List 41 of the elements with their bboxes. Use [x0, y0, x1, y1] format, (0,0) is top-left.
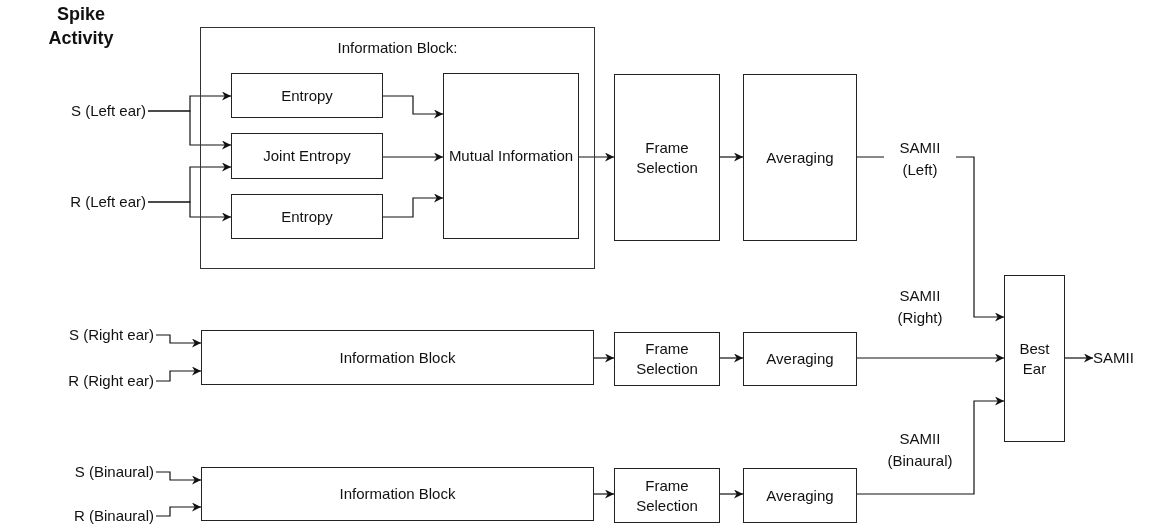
process-box: Averaging [743, 468, 857, 523]
signal-label: SAMII [1093, 347, 1163, 369]
arrow [155, 366, 202, 382]
group-title: Information Block: [336, 38, 459, 58]
arrow [147, 110, 232, 150]
arrow [719, 489, 744, 499]
arrow [147, 201, 232, 222]
process-box: Averaging [743, 74, 857, 241]
signal-label: S (Left ear) [18, 100, 146, 122]
process-box: Information Block [201, 330, 594, 385]
diagram-title: Spike Activity [47, 3, 115, 50]
process-box: Information Block [201, 467, 594, 521]
arrow [155, 334, 202, 348]
process-box: Averaging [743, 332, 857, 386]
process-box: Joint Entropy [231, 133, 383, 179]
signal-label: R (Right ear) [18, 370, 154, 392]
process-box: Frame Selection [614, 332, 720, 386]
signal-label: S (Binaural) [18, 461, 154, 483]
arrow [382, 152, 444, 162]
arrow [382, 193, 444, 218]
arrow [382, 95, 444, 119]
signal-label: R (Binaural) [18, 505, 154, 527]
arrow [155, 502, 202, 517]
arrow [578, 152, 615, 162]
process-box: Frame Selection [614, 74, 720, 241]
arrow [719, 152, 744, 162]
process-box: Best Ear [1004, 275, 1065, 442]
arrow [719, 353, 744, 363]
signal-label: R (Left ear) [18, 191, 146, 213]
arrow [856, 396, 1005, 495]
arrow [856, 353, 1005, 363]
signal-label: S (Right ear) [18, 324, 154, 346]
arrow [593, 489, 615, 499]
group-frame [200, 27, 595, 269]
arrow [155, 471, 202, 485]
process-box: Entropy [231, 194, 383, 239]
arrow [593, 353, 615, 363]
process-box: Mutual Information [443, 73, 579, 239]
process-box: Entropy [231, 73, 383, 118]
process-box: Frame Selection [614, 468, 720, 523]
arrow [1064, 353, 1094, 363]
